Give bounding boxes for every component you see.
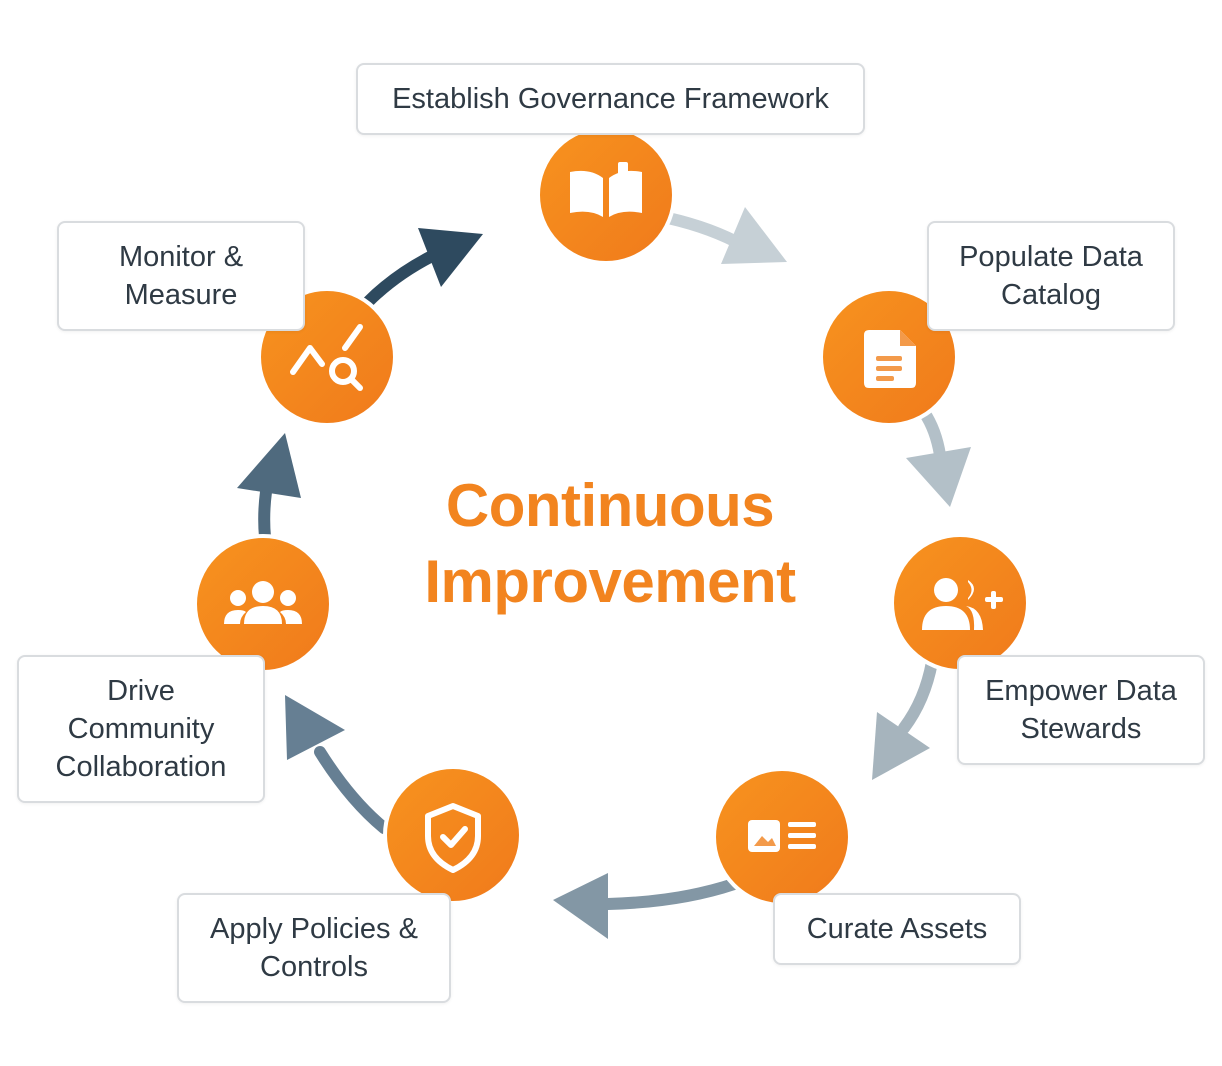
users-group-icon [224, 581, 302, 624]
step-node-policies [383, 765, 523, 905]
step-label-governance: Establish Governance Framework [356, 63, 865, 135]
step-node-stewards [890, 533, 1030, 673]
step-label-stewards: Empower Data Stewards [957, 655, 1205, 765]
step-label-curate: Curate Assets [773, 893, 1021, 965]
arrow-stewards-to-curate [872, 656, 938, 780]
center-title: Continuous Improvement [424, 472, 796, 615]
step-node-curate [712, 767, 852, 907]
chart-search-icon [290, 324, 363, 391]
arrow-monitor-to-governance [362, 228, 483, 308]
arrow-catalog-to-stewards [906, 406, 971, 507]
book-icon [570, 162, 642, 217]
step-node-governance [536, 125, 676, 265]
arrow-policies-to-community [285, 695, 390, 834]
step-label-monitor: Monitor & Measure [57, 221, 305, 331]
arrow-governance-to-catalog [662, 207, 787, 264]
arrow-curate-to-policies [553, 873, 740, 939]
document-icon [864, 330, 916, 388]
step-label-catalog: Populate Data Catalog [927, 221, 1175, 331]
step-label-policies: Apply Policies & Controls [177, 893, 451, 1003]
step-node-catalog [819, 287, 959, 427]
user-add-icon [922, 578, 1003, 630]
shield-check-icon [425, 803, 481, 873]
arrow-community-to-monitor [237, 433, 301, 543]
step-label-community: Drive Community Collaboration [17, 655, 265, 803]
step-node-community [193, 534, 333, 674]
asset-card-icon [748, 820, 816, 852]
